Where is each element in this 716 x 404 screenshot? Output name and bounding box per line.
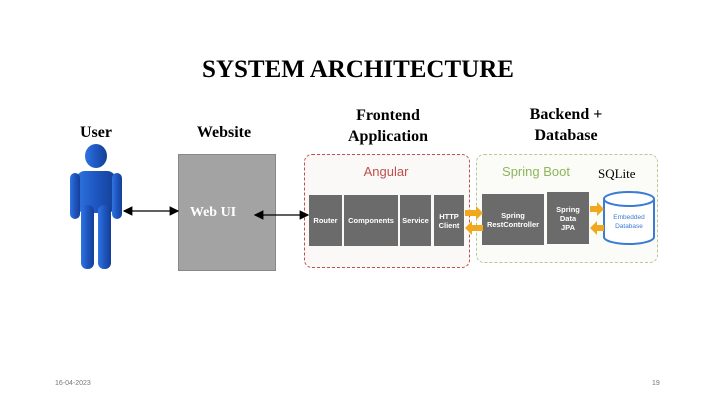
footer-date: 16-04-2023 [55,380,91,387]
frontend-header-line1: Frontend [356,107,420,124]
frontend-header-line2: Application [347,128,428,145]
db-to-jpa-arrow [590,221,604,235]
router-box: Router [309,195,342,246]
service-box: Service [400,195,431,246]
database-cylinder-icon [603,191,655,245]
page-number: 19 [652,380,660,387]
angular-title: Angular [363,164,409,179]
sqlite-label: SQLite [598,166,636,181]
backend-header-line2: Database [534,127,598,144]
http-to-rest-arrow [465,206,483,220]
backend-header: Backend + Database [506,104,626,146]
components-box: Components [344,195,398,246]
spring-data-jpa-box: Spring Data JPA [547,192,589,244]
user-header: User [80,124,112,141]
backend-header-line1: Backend + [529,106,603,123]
user-figure-icon [70,144,122,269]
slide-title: SYSTEM ARCHITECTURE [202,56,514,83]
spring-boot-title: Spring Boot [502,164,570,179]
embedded-database-label: Embedded Database [613,214,645,230]
web-ui-label: Web UI [189,205,237,220]
spring-restcontroller-box: Spring RestController [482,194,544,245]
rest-to-http-arrow [465,221,483,235]
frontend-header: Frontend Application [330,105,446,147]
website-header: Website [196,124,252,141]
jpa-to-db-arrow [590,202,604,216]
http-client-box: HTTP Client [434,195,464,246]
